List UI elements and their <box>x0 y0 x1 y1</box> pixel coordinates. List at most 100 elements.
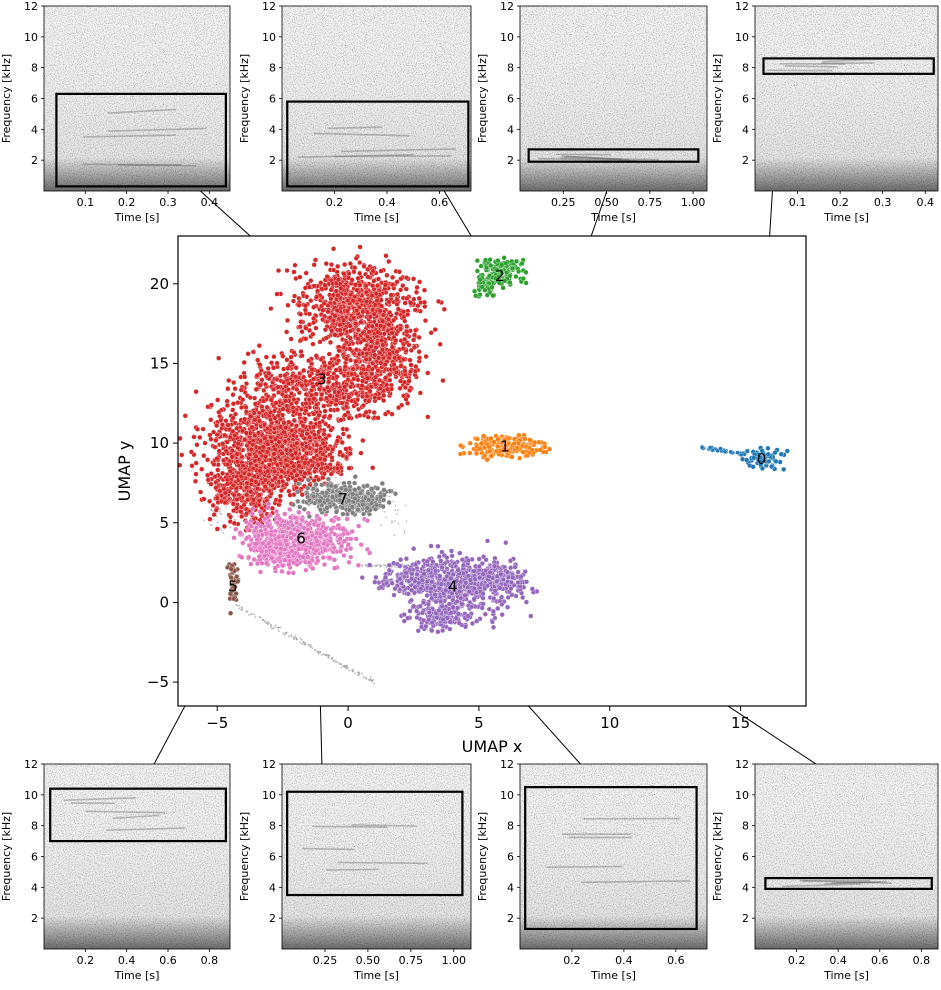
cluster-4-point <box>425 567 432 573</box>
unclustered-point <box>209 524 212 526</box>
cluster-4-point <box>523 579 530 585</box>
cluster-4-point <box>426 609 433 616</box>
unclustered-point <box>254 616 257 618</box>
unclustered-point <box>391 520 393 522</box>
cluster-3-point <box>234 497 240 503</box>
cluster-4-point <box>447 619 453 625</box>
unclustered-point <box>396 512 398 515</box>
cluster-1-point <box>473 450 480 457</box>
cluster-3-point <box>314 442 320 448</box>
cluster-3-point <box>257 468 263 474</box>
cluster-3-point <box>370 268 376 274</box>
cluster-3-point <box>230 428 236 434</box>
cluster-3-point <box>259 404 265 410</box>
unclustered-point <box>394 504 397 507</box>
cluster-3-point <box>265 441 271 447</box>
cluster-1-point <box>511 441 517 447</box>
cluster-3-point <box>386 316 392 322</box>
cluster-3-point <box>346 394 352 400</box>
cluster-3-point <box>227 514 234 520</box>
unclustered-point <box>274 624 277 627</box>
cluster-3-point <box>249 477 255 483</box>
cluster-1-point <box>517 455 523 461</box>
cluster-4-point <box>398 580 405 586</box>
cluster-3-point <box>288 359 294 365</box>
cluster-3-point <box>411 332 418 338</box>
cluster-3-point <box>360 402 366 409</box>
cluster-4-point <box>386 562 392 568</box>
cluster-3-point <box>336 348 342 354</box>
unclustered-point <box>219 510 221 513</box>
unclustered-point <box>327 656 330 659</box>
cluster-3-point <box>352 282 358 288</box>
cluster-3-point <box>303 336 309 342</box>
cluster-4-point <box>462 592 468 598</box>
cluster-3-point <box>372 381 379 388</box>
cluster-4-point <box>411 603 417 609</box>
cluster-3-point <box>367 314 373 320</box>
cluster-0-point <box>772 450 778 456</box>
cluster-3-point <box>346 415 352 421</box>
cluster-label-3: 3 <box>317 370 327 388</box>
cluster-3-point <box>366 364 372 370</box>
cluster-3-point <box>242 437 248 443</box>
cluster-3-point <box>287 492 293 498</box>
cluster-3-point <box>366 398 372 404</box>
cluster-4-point <box>412 561 419 567</box>
cluster-3-point <box>313 353 319 359</box>
cluster-3-point <box>238 404 245 411</box>
cluster-3-point <box>308 298 314 304</box>
unclustered-point <box>377 563 380 566</box>
cluster-4-point <box>523 599 529 605</box>
cluster-3-point <box>306 358 312 364</box>
cluster-3-point <box>291 468 297 474</box>
cluster-3-point <box>269 505 275 511</box>
cluster-4-point <box>508 586 514 592</box>
cluster-3-point <box>331 246 337 252</box>
cluster-3-point <box>230 392 236 398</box>
cluster-3-point <box>294 440 300 446</box>
cluster-3-point <box>310 341 316 347</box>
cluster-4-point <box>411 546 417 552</box>
cluster-3-point <box>382 411 389 417</box>
cluster-0-point <box>773 458 779 464</box>
cluster-1-point <box>482 453 488 459</box>
cluster-0-point <box>766 458 772 464</box>
unclustered-point <box>321 653 324 656</box>
cluster-4-point <box>436 585 442 592</box>
cluster-3-point <box>357 297 363 303</box>
cluster-1-point <box>529 447 535 453</box>
cluster-3-point <box>214 455 220 462</box>
cluster-3-point <box>347 261 353 267</box>
cluster-3-point <box>332 313 338 319</box>
cluster-3-point <box>262 477 268 483</box>
cluster-3-point <box>208 481 214 487</box>
unclustered-point <box>307 643 310 646</box>
unclustered-point <box>393 534 396 537</box>
cluster-2-point <box>520 276 526 282</box>
cluster-3-point <box>307 434 313 440</box>
unclustered-point <box>269 625 272 628</box>
cluster-3-point <box>303 400 309 407</box>
cluster-4-point <box>434 615 440 621</box>
cluster-4-point <box>462 624 469 630</box>
cluster-3-point <box>397 385 403 391</box>
cluster-3-point <box>382 375 389 381</box>
cluster-4-point <box>465 584 471 590</box>
cluster-3-point <box>226 377 232 384</box>
cluster-4-point <box>439 603 445 609</box>
cluster-1-point <box>542 444 548 450</box>
cluster-3-point <box>291 269 297 275</box>
cluster-3-point <box>373 291 379 297</box>
cluster-3-point <box>312 257 319 263</box>
cluster-3-point <box>400 345 406 351</box>
cluster-4-point <box>498 571 504 577</box>
cluster-3-point <box>358 319 364 325</box>
cluster-3-point <box>193 389 199 395</box>
cluster-3: 3 <box>177 244 447 535</box>
cluster-3-point <box>254 372 260 379</box>
cluster-3-point <box>238 509 244 515</box>
cluster-3-point <box>212 444 218 450</box>
cluster-3-point <box>299 382 305 388</box>
unclustered-point <box>340 663 343 666</box>
